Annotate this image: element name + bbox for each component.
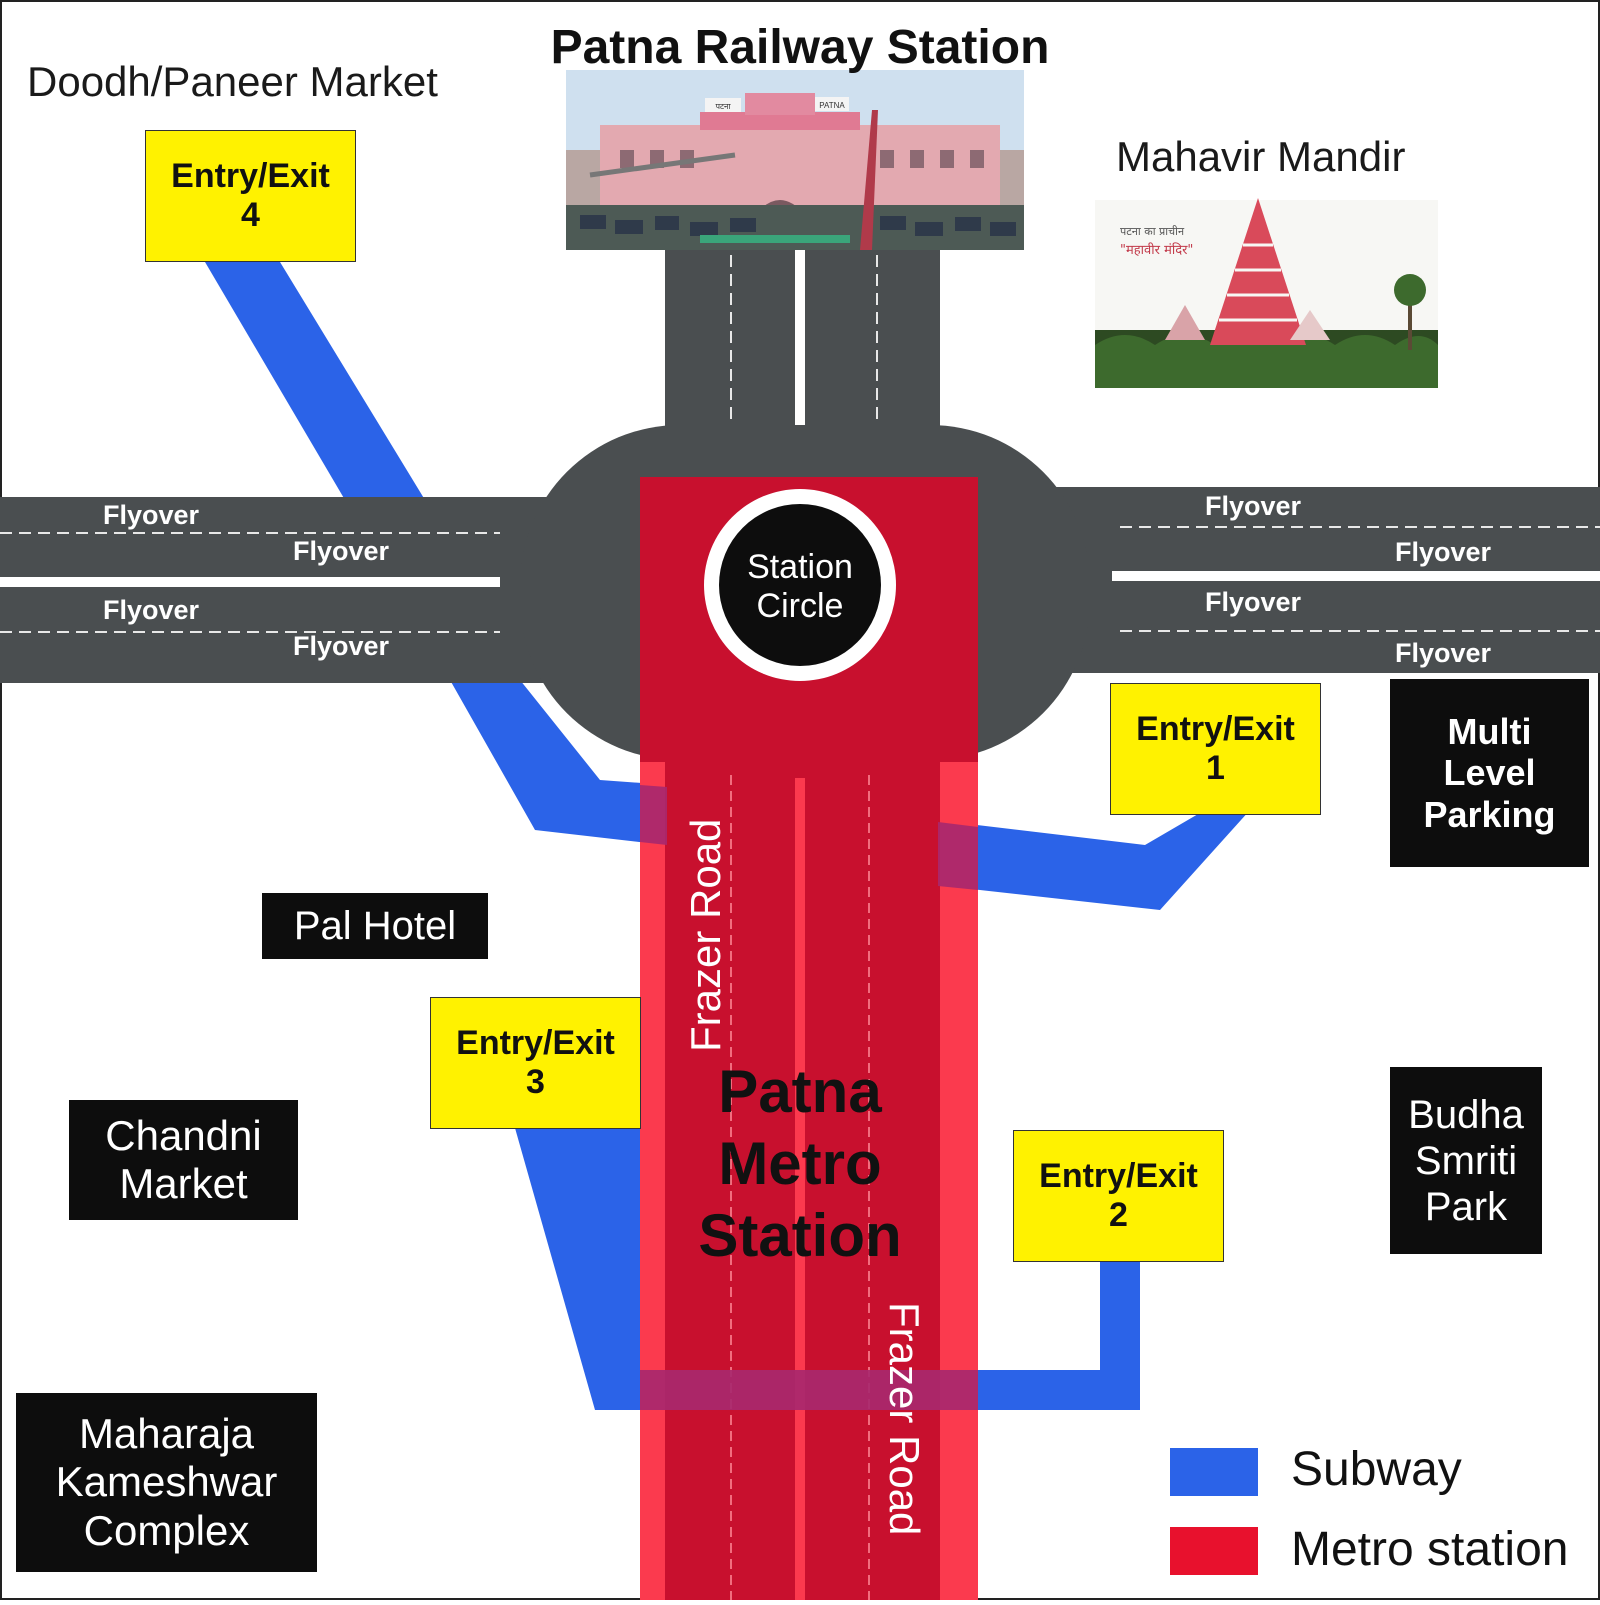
place-label: Park xyxy=(1424,1184,1508,1229)
subway-exit-4 xyxy=(205,262,425,500)
metro-label-1: Patna xyxy=(718,1058,882,1125)
flyover-label: Flyover xyxy=(1205,587,1302,617)
flyover-label: Flyover xyxy=(103,500,200,530)
place-label: Kameshwar xyxy=(55,1458,278,1506)
flyover-label: Flyover xyxy=(1395,638,1492,668)
flyover-label: Flyover xyxy=(293,536,390,566)
mahavir-mandir-photo: पटना का प्राचीन "महावीर मंदिर" xyxy=(1095,198,1438,388)
entry-exit-number: 1 xyxy=(1206,749,1225,787)
station-circle-label-2: Circle xyxy=(757,587,844,625)
subway-exit-1 xyxy=(935,810,1250,910)
map-title: Patna Railway Station xyxy=(550,21,1050,74)
place-label: Budha xyxy=(1408,1092,1524,1137)
station-circle xyxy=(719,504,881,666)
flyover-label: Flyover xyxy=(1395,537,1492,567)
entry-exit-label: Entry/Exit xyxy=(1039,1156,1198,1195)
place-maharaja-kameshwar-complex: Maharaja Kameshwar Complex xyxy=(16,1393,317,1572)
legend-metro-swatch xyxy=(1170,1527,1258,1575)
legend-subway-swatch xyxy=(1170,1448,1258,1496)
road-west-flyover xyxy=(0,497,560,683)
place-mahavir-mandir: Mahavir Mandir xyxy=(1116,133,1406,180)
subway-crossings xyxy=(640,785,978,1410)
temple-caption-2: "महावीर मंदिर" xyxy=(1120,242,1193,258)
entry-exit-number: 2 xyxy=(1109,1196,1128,1234)
place-pal-hotel: Pal Hotel xyxy=(262,893,488,959)
entry-exit-label: Entry/Exit xyxy=(456,1023,615,1062)
place-budha-smriti-park: Budha Smriti Park xyxy=(1390,1067,1542,1254)
place-label: Market xyxy=(119,1160,248,1207)
place-label: Level xyxy=(1443,752,1536,794)
station-circle-label-1: Station xyxy=(747,548,853,586)
entry-exit-label: Entry/Exit xyxy=(171,156,330,195)
place-label: Smriti xyxy=(1414,1138,1518,1183)
place-chandni-market: Chandni Market xyxy=(69,1100,298,1220)
place-doodh-paneer-market: Doodh/Paneer Market xyxy=(27,58,438,105)
road-markings xyxy=(0,250,1600,633)
entry-exit-number: 4 xyxy=(241,196,260,234)
photo-sign-latin: PATNA xyxy=(819,101,845,110)
frazer-road-label-lower: Frazer Road xyxy=(881,1302,928,1535)
place-label: Complex xyxy=(83,1506,250,1554)
flyover-label: Flyover xyxy=(103,595,200,625)
photo-sign-hindi: पटना xyxy=(715,102,731,111)
place-label: Parking xyxy=(1423,793,1556,835)
place-multi-level-parking: Multi Level Parking xyxy=(1390,679,1589,867)
frazer-road-label-upper: Frazer Road xyxy=(682,819,729,1052)
place-label: Maharaja xyxy=(78,1410,255,1458)
entry-exit-4: Entry/Exit 4 xyxy=(145,130,356,262)
railway-station-photo: PATNA पटना xyxy=(566,70,1024,250)
subway-exit-3-upper xyxy=(450,680,670,845)
flyover-label: Flyover xyxy=(1205,491,1302,521)
entry-exit-2: Entry/Exit 2 xyxy=(1013,1130,1224,1262)
entry-exit-1: Entry/Exit 1 xyxy=(1110,683,1321,815)
subway-exit-3-lower xyxy=(515,1128,640,1410)
metro-label-2: Metro xyxy=(718,1130,881,1197)
entry-exit-number: 3 xyxy=(526,1063,545,1101)
temple-caption-1: पटना का प्राचीन xyxy=(1120,225,1185,238)
legend-metro-label: Metro station xyxy=(1291,1523,1569,1576)
place-label: Chandni xyxy=(105,1111,262,1159)
entry-exit-label: Entry/Exit xyxy=(1136,709,1295,748)
metro-station-area xyxy=(640,477,978,1600)
place-label: Pal Hotel xyxy=(293,904,457,948)
metro-label-3: Station xyxy=(698,1202,901,1269)
place-label: Multi xyxy=(1447,710,1532,752)
legend-subway-label: Subway xyxy=(1291,1443,1462,1496)
flyover-label: Flyover xyxy=(293,631,390,661)
entry-exit-3: Entry/Exit 3 xyxy=(430,997,641,1129)
